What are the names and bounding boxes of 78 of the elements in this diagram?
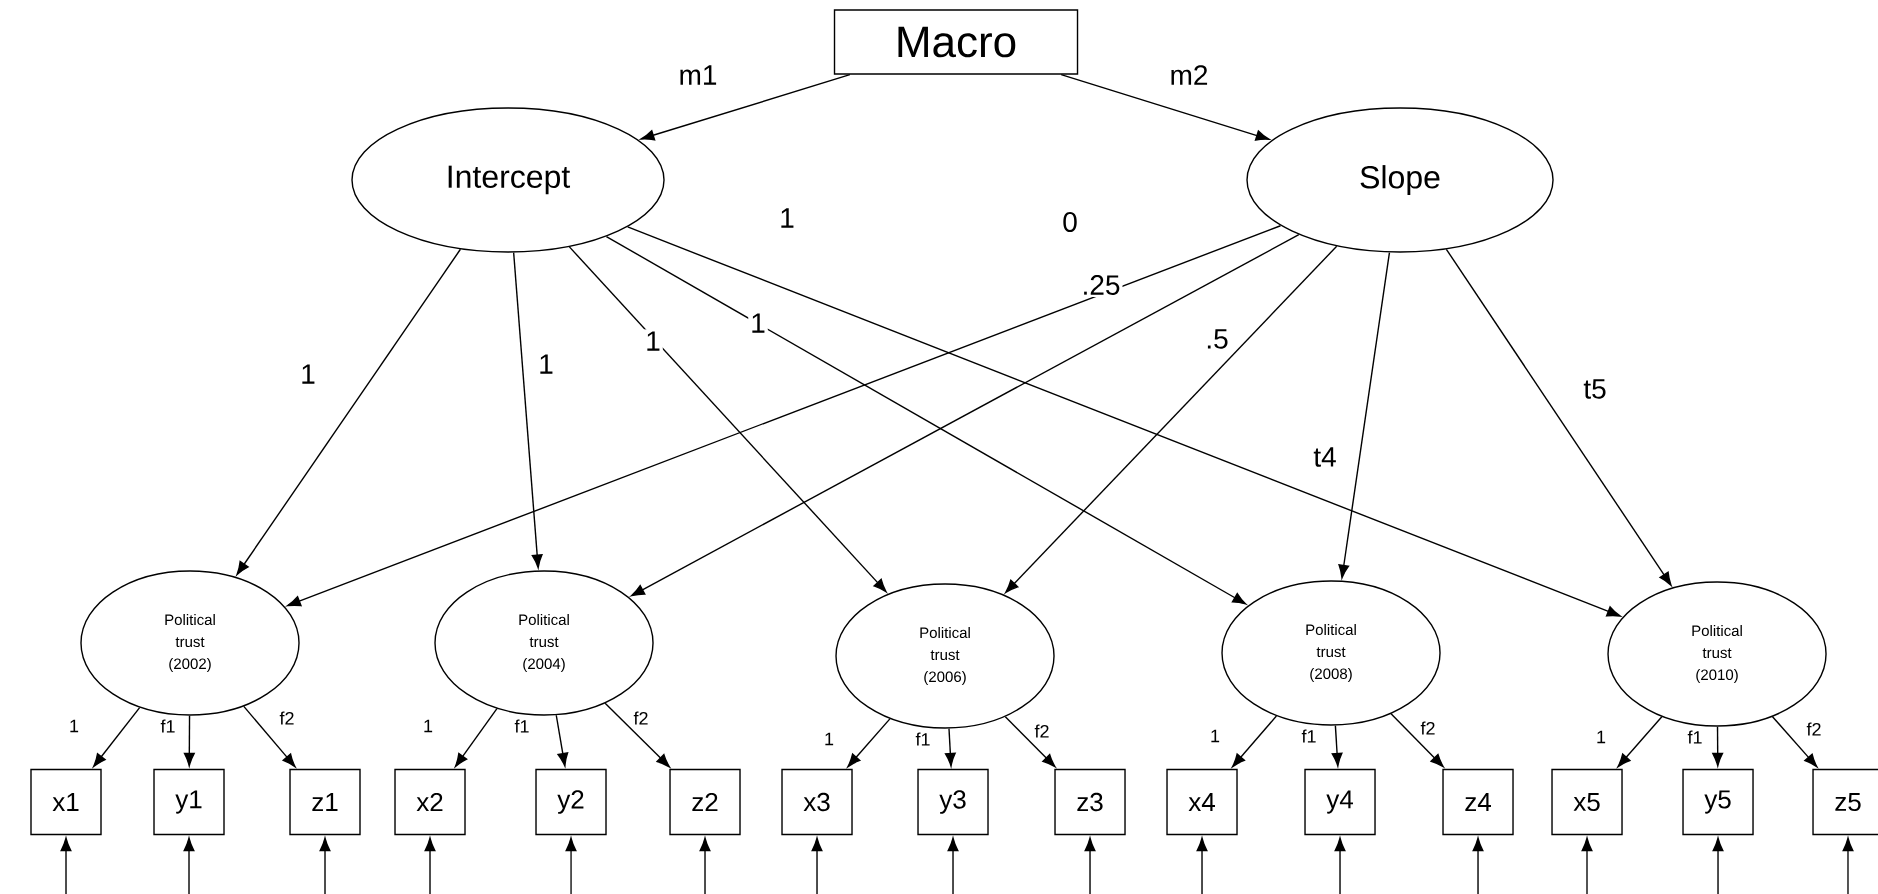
edge-label: .5 [1203, 327, 1231, 351]
arrow [319, 837, 331, 894]
indicator-box: x2 [394, 768, 466, 836]
arrow [287, 225, 1282, 607]
arrow [1005, 245, 1338, 594]
indicator-box: z5 [1812, 768, 1878, 836]
edge-label: f1 [1299, 727, 1319, 745]
arrow [640, 74, 851, 141]
arrow [92, 706, 141, 768]
edge-label: t5 [1581, 377, 1609, 401]
arrow [1231, 715, 1278, 768]
indicator-box: y5 [1682, 768, 1754, 836]
edge-label: m1 [676, 63, 720, 87]
edge-label: t4 [1311, 445, 1339, 469]
arrow [60, 837, 72, 894]
edge-label: 1 [822, 730, 836, 748]
arrow [454, 707, 498, 768]
indicator-box: y3 [917, 768, 989, 836]
indicator-box: z3 [1054, 768, 1126, 836]
edge-label: .25 [1079, 273, 1123, 297]
edge-label: 1 [67, 717, 81, 735]
indicator-box: x4 [1166, 768, 1238, 836]
arrow [1472, 837, 1484, 894]
indicator-box: z2 [669, 768, 741, 836]
edge-label: 1 [298, 362, 318, 386]
indicator-box: x3 [781, 768, 853, 836]
variable-box: Macro [833, 9, 1079, 75]
arrow [1338, 251, 1391, 579]
edge-label: f1 [1685, 728, 1705, 746]
indicator-box: y4 [1304, 768, 1376, 836]
arrow [604, 702, 671, 768]
edge-label: 1 [777, 206, 797, 230]
edge-label: 0 [1060, 210, 1080, 234]
arrow [1445, 248, 1672, 586]
edge-label: 1 [748, 311, 768, 335]
arrow [568, 246, 887, 593]
edge-label: 1 [421, 717, 435, 735]
arrow [699, 837, 711, 894]
arrow [1712, 726, 1724, 767]
arrow [512, 251, 543, 569]
arrow [183, 837, 195, 894]
arrow [1060, 74, 1270, 141]
arrow [1196, 837, 1208, 894]
arrow [1581, 837, 1593, 894]
indicator-box: z4 [1442, 768, 1514, 836]
arrow [1390, 713, 1444, 768]
edge-label: 1 [1594, 728, 1609, 746]
arrow [243, 705, 296, 768]
arrow [565, 837, 577, 894]
arrow [811, 837, 823, 894]
indicator-box: x1 [30, 768, 102, 836]
arrow [1334, 837, 1346, 894]
indicator-box: y1 [153, 768, 225, 836]
edge-label: 1 [536, 352, 556, 376]
indicator-box: y2 [535, 768, 607, 836]
indicator-box: x5 [1551, 768, 1623, 836]
edge-label: 1 [1208, 727, 1222, 745]
arrow [1842, 837, 1854, 894]
arrow [1004, 716, 1056, 768]
arrow [555, 714, 569, 767]
arrow [424, 837, 436, 894]
edge-label: m2 [1167, 63, 1211, 87]
arrow [183, 715, 195, 767]
arrow [1084, 837, 1096, 894]
edge-label: f1 [158, 717, 178, 735]
arrow [1331, 724, 1343, 767]
arrow [847, 718, 891, 768]
arrow [236, 248, 462, 576]
edge-label: f1 [512, 717, 532, 735]
arrow [1617, 716, 1663, 768]
arrow [947, 837, 959, 894]
indicator-box: z1 [289, 768, 361, 836]
arrow [627, 226, 1621, 617]
arrow [1712, 837, 1724, 894]
arrow [1771, 716, 1818, 768]
arrow [944, 727, 956, 767]
edge-label: 1 [643, 329, 663, 353]
edge-label: f1 [913, 730, 933, 748]
